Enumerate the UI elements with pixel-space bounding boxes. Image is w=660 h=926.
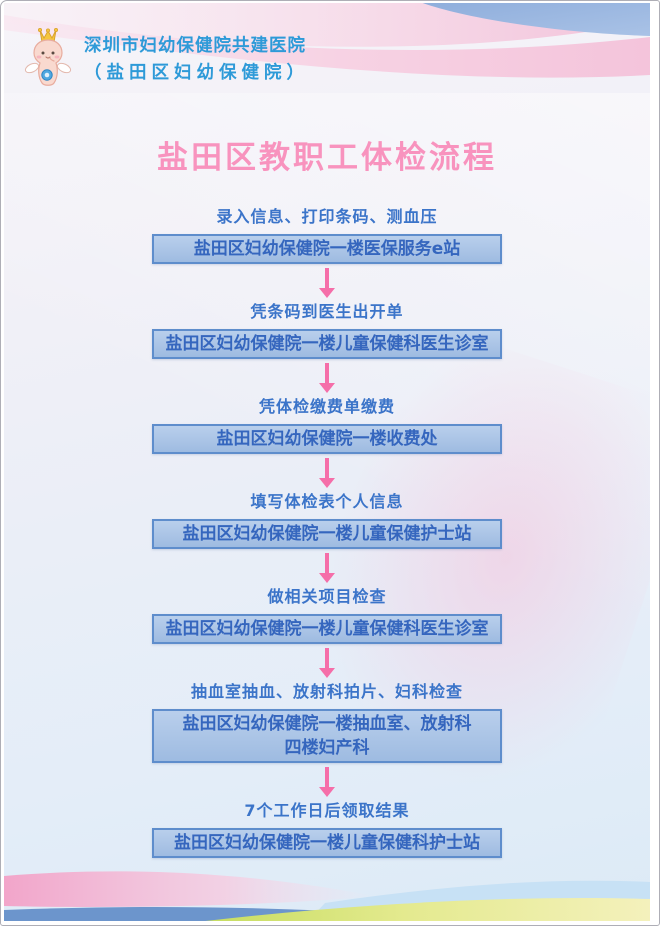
flow-arrow-down-icon [325, 648, 329, 668]
step-location-text: 盐田区妇幼保健院一楼收费处 [216, 429, 438, 449]
step-action-label: 凭体检缴费单缴费 [258, 397, 395, 416]
step-location-text: 盐田区妇幼保健院一楼儿童保健科医生诊室 [165, 619, 489, 639]
flow-step-7: 7个工作日后领取结果 盐田区妇幼保健院一楼儿童保健科护士站 [152, 801, 502, 858]
flow-arrow-down-icon [325, 268, 329, 288]
flow-step-4: 填写体检表个人信息 盐田区妇幼保健院一楼儿童保健护士站 [152, 492, 502, 549]
step-location-box: 盐田区妇幼保健院一楼儿童保健科护士站 [152, 828, 502, 858]
bottom-wave-decoration [4, 871, 650, 921]
page-title: 盐田区教职工体检流程 [157, 140, 497, 176]
step-action-label: 凭条码到医生出开单 [250, 302, 404, 321]
step-location-text: 盐田区妇幼保健院一楼抽血室、放射科 [182, 714, 472, 734]
flow-arrow-down-icon [325, 553, 329, 573]
step-action-label: 7个工作日后领取结果 [244, 801, 410, 820]
flow-step-5: 做相关项目检查 盐田区妇幼保健院一楼儿童保健科医生诊室 [152, 587, 502, 644]
step-location-text: 盐田区妇幼保健院一楼医保服务e站 [193, 239, 461, 259]
org-name-block: 深圳市妇幼保健院共建医院 （盐田区妇幼保健院） [84, 35, 309, 84]
step-location-box: 盐田区妇幼保健院一楼儿童保健科医生诊室 [152, 614, 502, 644]
flow-step-3: 凭体检缴费单缴费 盐田区妇幼保健院一楼收费处 [152, 397, 502, 454]
org-name-sub: （盐田区妇幼保健院） [84, 63, 309, 83]
baby-mascot-icon [24, 27, 72, 86]
step-location-box: 盐田区妇幼保健院一楼儿童保健护士站 [152, 519, 502, 549]
flow-step-6: 抽血室抽血、放射科拍片、妇科检查 盐田区妇幼保健院一楼抽血室、放射科 四楼妇产科 [152, 682, 502, 763]
flow-step-1: 录入信息、打印条码、测血压 盐田区妇幼保健院一楼医保服务e站 [152, 207, 502, 264]
step-location-box: 盐田区妇幼保健院一楼医保服务e站 [152, 234, 502, 264]
org-name-main: 深圳市妇幼保健院共建医院 [84, 36, 306, 56]
flowchart: 录入信息、打印条码、测血压 盐田区妇幼保健院一楼医保服务e站 凭条码到医生出开单… [4, 207, 650, 858]
header: 深圳市妇幼保健院共建医院 （盐田区妇幼保健院） [21, 27, 309, 93]
poster-content: 深圳市妇幼保健院共建医院 （盐田区妇幼保健院） 盐田区教职工体检流程 录入信息、… [4, 3, 650, 921]
step-location-box: 盐田区妇幼保健院一楼收费处 [152, 424, 502, 454]
flow-arrow-down-icon [325, 363, 329, 383]
step-location-text-line2: 四楼妇产科 [284, 738, 370, 758]
top-wave-decoration [4, 3, 650, 78]
step-location-box: 盐田区妇幼保健院一楼抽血室、放射科 四楼妇产科 [152, 709, 502, 763]
step-action-label: 填写体检表个人信息 [250, 492, 404, 511]
flow-arrow-down-icon [325, 458, 329, 478]
step-action-label: 做相关项目检查 [267, 587, 387, 606]
step-location-text: 盐田区妇幼保健院一楼儿童保健科医生诊室 [165, 334, 489, 354]
step-location-text: 盐田区妇幼保健院一楼儿童保健护士站 [182, 524, 472, 544]
step-location-text: 盐田区妇幼保健院一楼儿童保健科护士站 [174, 833, 480, 853]
flow-arrow-down-icon [325, 767, 329, 787]
step-action-label: 录入信息、打印条码、测血压 [216, 207, 438, 226]
step-action-label: 抽血室抽血、放射科拍片、妇科检查 [190, 682, 463, 701]
step-location-box: 盐田区妇幼保健院一楼儿童保健科医生诊室 [152, 329, 502, 359]
flow-step-2: 凭条码到医生出开单 盐田区妇幼保健院一楼儿童保健科医生诊室 [152, 302, 502, 359]
